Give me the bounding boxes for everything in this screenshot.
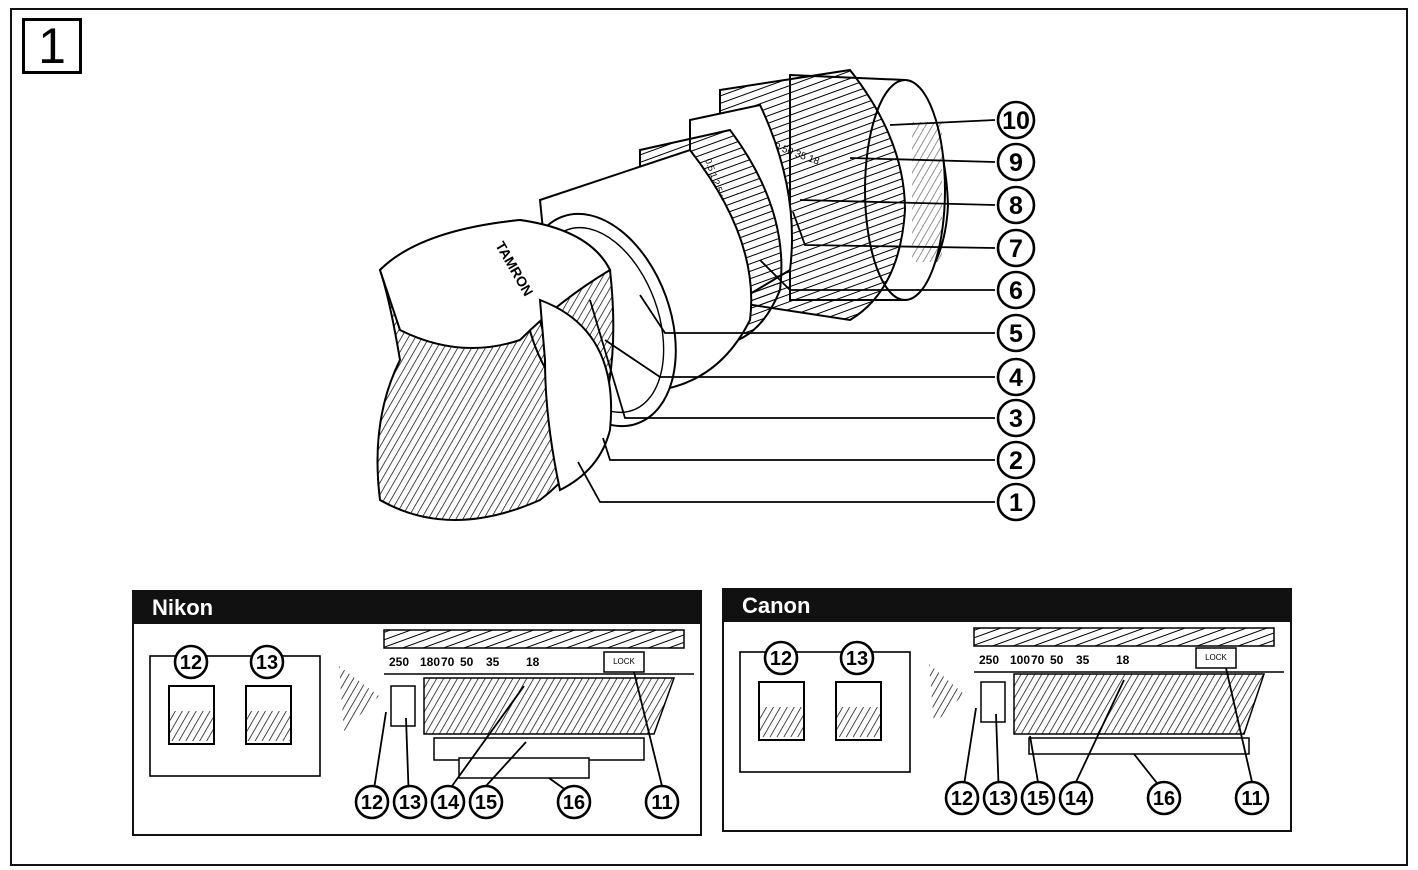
callout-1: 1 [577, 461, 1036, 522]
callout-4: 4 [604, 339, 1036, 397]
svg-text:50: 50 [1050, 653, 1064, 667]
svg-text:13: 13 [989, 788, 1011, 810]
callout-8: 8 [799, 185, 1036, 225]
svg-text:LOCK: LOCK [1205, 653, 1227, 662]
svg-text:3: 3 [1009, 405, 1023, 433]
svg-text:15: 15 [475, 792, 497, 814]
svg-text:13: 13 [256, 652, 278, 674]
svg-text:8: 8 [1009, 192, 1023, 220]
figure-number: 1 [22, 18, 82, 74]
svg-text:70: 70 [441, 655, 455, 669]
figure-frame [10, 8, 1408, 866]
svg-text:7: 7 [1009, 235, 1023, 263]
nikon-switch-inset: 12 13 [149, 644, 321, 777]
canon-panel-title: Canon [724, 590, 1290, 622]
callout-3: 3 [589, 299, 1036, 438]
callout-2: 2 [602, 437, 1036, 480]
svg-text:35: 35 [486, 655, 500, 669]
nikon-panel: Nikon 12 13 250 180 70 50 35 18 LOCK [132, 590, 702, 836]
svg-text:12: 12 [951, 788, 973, 810]
svg-text:4: 4 [1009, 364, 1023, 392]
main-callouts: 10 9 8 7 6 5 4 3 2 1 [577, 100, 1036, 522]
svg-text:14: 14 [1065, 788, 1088, 810]
svg-text:12: 12 [770, 648, 792, 670]
lens-hood: TAMRON [376, 218, 615, 521]
callout-7: 7 [792, 211, 1036, 268]
svg-text:16: 16 [563, 792, 585, 814]
svg-text:2: 2 [1009, 447, 1023, 475]
canon-switch-inset: 12 13 [739, 640, 911, 773]
canon-lens-side: 250 100 70 50 35 18 LOCK [973, 627, 1284, 755]
svg-text:14: 14 [437, 792, 460, 814]
nikon-lens-callouts: 12 13 14 15 16 11 [354, 671, 680, 820]
callout-10: 10 [889, 100, 1036, 140]
svg-text:12: 12 [361, 792, 383, 814]
svg-text:6: 6 [1009, 277, 1023, 305]
svg-text:16: 16 [1153, 788, 1175, 810]
svg-text:10: 10 [1002, 107, 1030, 135]
svg-text:50: 50 [460, 655, 474, 669]
svg-text:9: 9 [1009, 149, 1023, 177]
svg-text:18: 18 [526, 655, 540, 669]
svg-text:11: 11 [1241, 788, 1262, 810]
svg-text:11: 11 [651, 792, 672, 814]
svg-text:15: 15 [1027, 788, 1049, 810]
svg-text:18: 18 [1116, 653, 1130, 667]
nikon-lens-side: 250 180 70 50 35 18 LOCK [383, 629, 694, 779]
lens-diagram: 100 70 50 35 18 0.5 1 2 5 ∞ TAMRON [376, 68, 950, 521]
svg-text:180: 180 [420, 655, 440, 669]
svg-text:100: 100 [1010, 653, 1030, 667]
svg-text:250: 250 [389, 655, 409, 669]
svg-text:1: 1 [1009, 489, 1023, 517]
canon-panel: Canon 12 13 250 100 70 50 35 18 LOCK [722, 588, 1292, 832]
nikon-panel-title: Nikon [134, 592, 700, 624]
svg-text:35: 35 [1076, 653, 1090, 667]
callout-6: 6 [759, 259, 1036, 310]
svg-text:70: 70 [1031, 653, 1045, 667]
callout-5: 5 [639, 294, 1036, 353]
svg-text:LOCK: LOCK [613, 657, 635, 666]
nikon-detail-diagram: 12 13 250 180 70 50 35 18 LOCK 12 [149, 629, 694, 820]
svg-text:12: 12 [180, 652, 202, 674]
svg-text:250: 250 [979, 653, 999, 667]
canon-lens-callouts: 12 13 15 14 16 11 [944, 667, 1270, 816]
callout-9: 9 [849, 142, 1036, 182]
svg-text:13: 13 [399, 792, 421, 814]
canon-detail-diagram: 12 13 250 100 70 50 35 18 LOCK 12 13 [739, 627, 1284, 816]
svg-text:13: 13 [846, 648, 868, 670]
svg-text:5: 5 [1009, 320, 1023, 348]
